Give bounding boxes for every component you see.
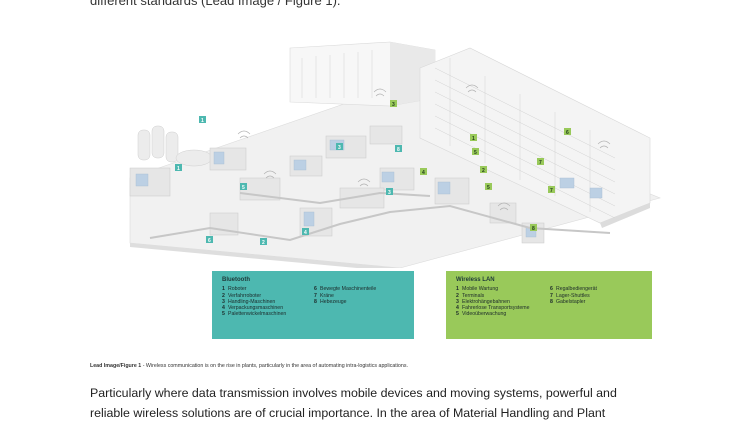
svg-text:3: 3 bbox=[388, 190, 391, 196]
svg-text:4: 4 bbox=[422, 170, 425, 176]
wlan-markers: 1 2 3 4 5 5 6 7 7 8 bbox=[390, 100, 571, 232]
svg-text:5: 5 bbox=[242, 185, 245, 191]
svg-text:3: 3 bbox=[338, 145, 341, 151]
caption-label: Lead Image/Figure 1 bbox=[90, 363, 142, 369]
bluetooth-markers: 1 1 2 3 3 4 5 6 8 bbox=[175, 116, 402, 246]
svg-text:1: 1 bbox=[177, 166, 180, 172]
wlan-legend-title: Wireless LAN bbox=[456, 277, 495, 283]
svg-text:5: 5 bbox=[487, 185, 490, 191]
svg-text:5: 5 bbox=[474, 150, 477, 156]
svg-text:4: 4 bbox=[304, 230, 307, 236]
svg-text:8: 8 bbox=[532, 226, 535, 232]
svg-text:6: 6 bbox=[208, 238, 211, 244]
svg-text:2: 2 bbox=[482, 168, 485, 174]
svg-text:7: 7 bbox=[550, 188, 553, 194]
svg-text:7: 7 bbox=[539, 160, 542, 166]
bluetooth-legend-title: Bluetooth bbox=[222, 277, 250, 283]
paragraph-line-2: reliable wireless solutions are of cruci… bbox=[90, 406, 606, 420]
body-paragraph: Particularly where data transmission inv… bbox=[90, 383, 650, 423]
caption-text: - Wireless communication is on the rise … bbox=[141, 363, 408, 369]
intro-text-tail: different standards (Lead Image / Figure… bbox=[90, 0, 341, 8]
svg-text:2: 2 bbox=[262, 240, 265, 246]
svg-text:1: 1 bbox=[201, 118, 204, 124]
factory-illustration: 1 1 2 3 3 4 5 6 8 1 2 3 4 5 5 6 7 7 bbox=[129, 41, 661, 268]
svg-text:8: 8 bbox=[397, 147, 400, 153]
paragraph-line-1: Particularly where data transmission inv… bbox=[90, 386, 617, 400]
svg-text:3: 3 bbox=[392, 102, 395, 108]
svg-text:1: 1 bbox=[472, 136, 475, 142]
figure-caption: Lead Image/Figure 1 - Wireless communica… bbox=[90, 363, 408, 369]
svg-text:6: 6 bbox=[566, 130, 569, 136]
